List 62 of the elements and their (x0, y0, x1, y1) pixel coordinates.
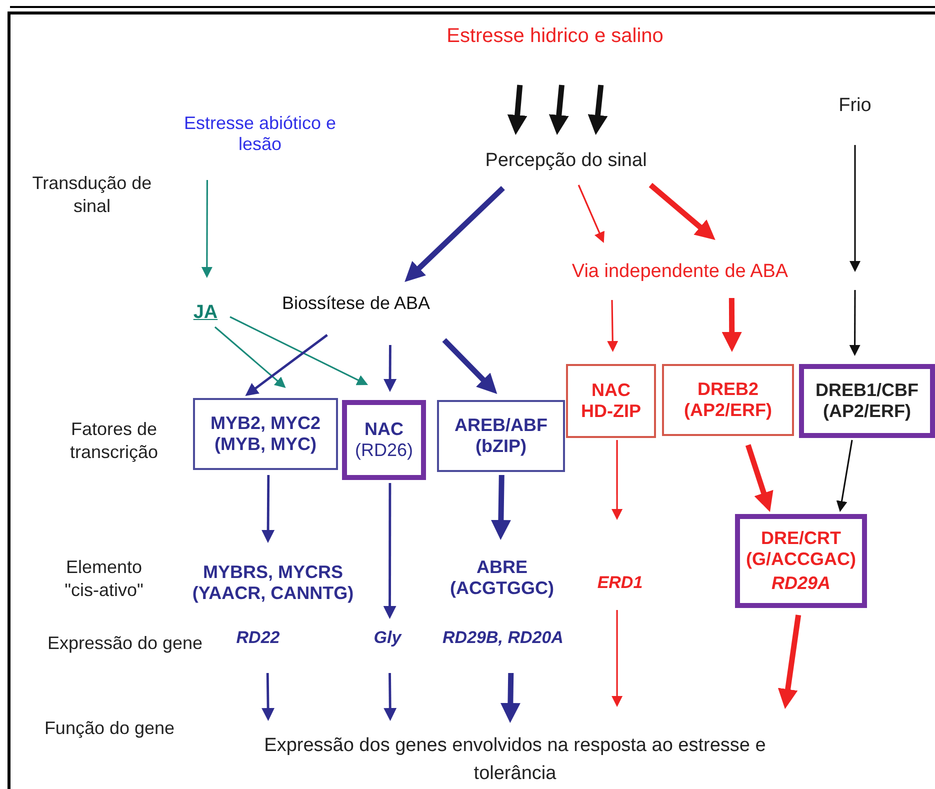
arrow (214, 326, 286, 388)
arrow (836, 440, 853, 512)
factor-name: DRE/CRT (G/ACCGAC) (745, 528, 857, 570)
element-box (735, 514, 867, 608)
stress-label: Estresse abiótico e lesão (180, 106, 340, 162)
arrow (612, 440, 623, 520)
gene-label: ERD1 (583, 570, 657, 596)
factor-box (799, 364, 935, 438)
family-name: (RD26) (354, 440, 413, 461)
cis-element-label: ABRE (ACGTGGC) (434, 548, 570, 608)
arrow (384, 672, 397, 721)
row-label: Transdução de sinal (31, 172, 153, 218)
process-label: Percepção do sinal (476, 147, 656, 175)
result-label: Expressão dos genes envolvidos na resposta ao estresse e tolerância (245, 731, 785, 789)
factor-name: MYB2, MYC2 (MYB, MYC) (209, 413, 322, 455)
arrow (442, 338, 498, 394)
factor-box (342, 400, 426, 480)
arrow (612, 610, 623, 707)
arrow (850, 145, 860, 272)
factor-name: DREB2 (AP2/ERF) (682, 379, 773, 421)
gene-label: RD29B, RD20A (424, 625, 582, 651)
row-label: Função do gene (43, 717, 176, 740)
row-label: Expressão do gene (46, 632, 204, 655)
arrow (384, 345, 397, 392)
arrow (230, 316, 368, 386)
row-label: Elemento "cis-ativo" (64, 556, 144, 602)
factor-name: NAC HD-ZIP (580, 380, 642, 422)
factor-name: AREB/ABF (bZIP) (454, 415, 548, 457)
factor-box (193, 398, 338, 470)
arrow (490, 474, 511, 540)
arrow (262, 672, 275, 721)
factor-name: DREB1/CBF (AP2/ERF) (814, 380, 920, 422)
arrow (245, 334, 328, 396)
arrow (201, 180, 212, 278)
arrow (607, 300, 618, 352)
cis-element-label: MYBRS, MYCRS (YAACR, CANNTG) (172, 556, 374, 610)
process-label: Biossítese de ABA (266, 290, 446, 316)
arrow (578, 184, 604, 243)
arrow (745, 444, 774, 512)
factor-box (566, 364, 656, 438)
arrow (500, 672, 520, 723)
gene-label: RD29A (771, 572, 831, 594)
arrow (548, 84, 569, 135)
factor-box (662, 364, 794, 436)
arrow (262, 475, 275, 543)
gene-label: Gly (365, 625, 410, 651)
row-label: Fatores de transcrição (68, 418, 160, 464)
factor-box (437, 400, 565, 472)
process-label: Frio (826, 92, 884, 120)
arrow (507, 84, 528, 135)
arrow (722, 298, 742, 352)
pathway-label: Via independente de ABA (544, 258, 816, 286)
arrow (778, 614, 802, 709)
factor-name: NAC (364, 419, 404, 440)
hormone-label: JA (188, 300, 223, 326)
gene-label: RD22 (226, 625, 290, 651)
arrow (404, 186, 505, 282)
arrow (588, 84, 608, 135)
stress-label: Estresse hidrico e salino (420, 22, 690, 50)
arrow (849, 290, 860, 356)
arrow (648, 182, 716, 240)
arrow (383, 483, 396, 619)
